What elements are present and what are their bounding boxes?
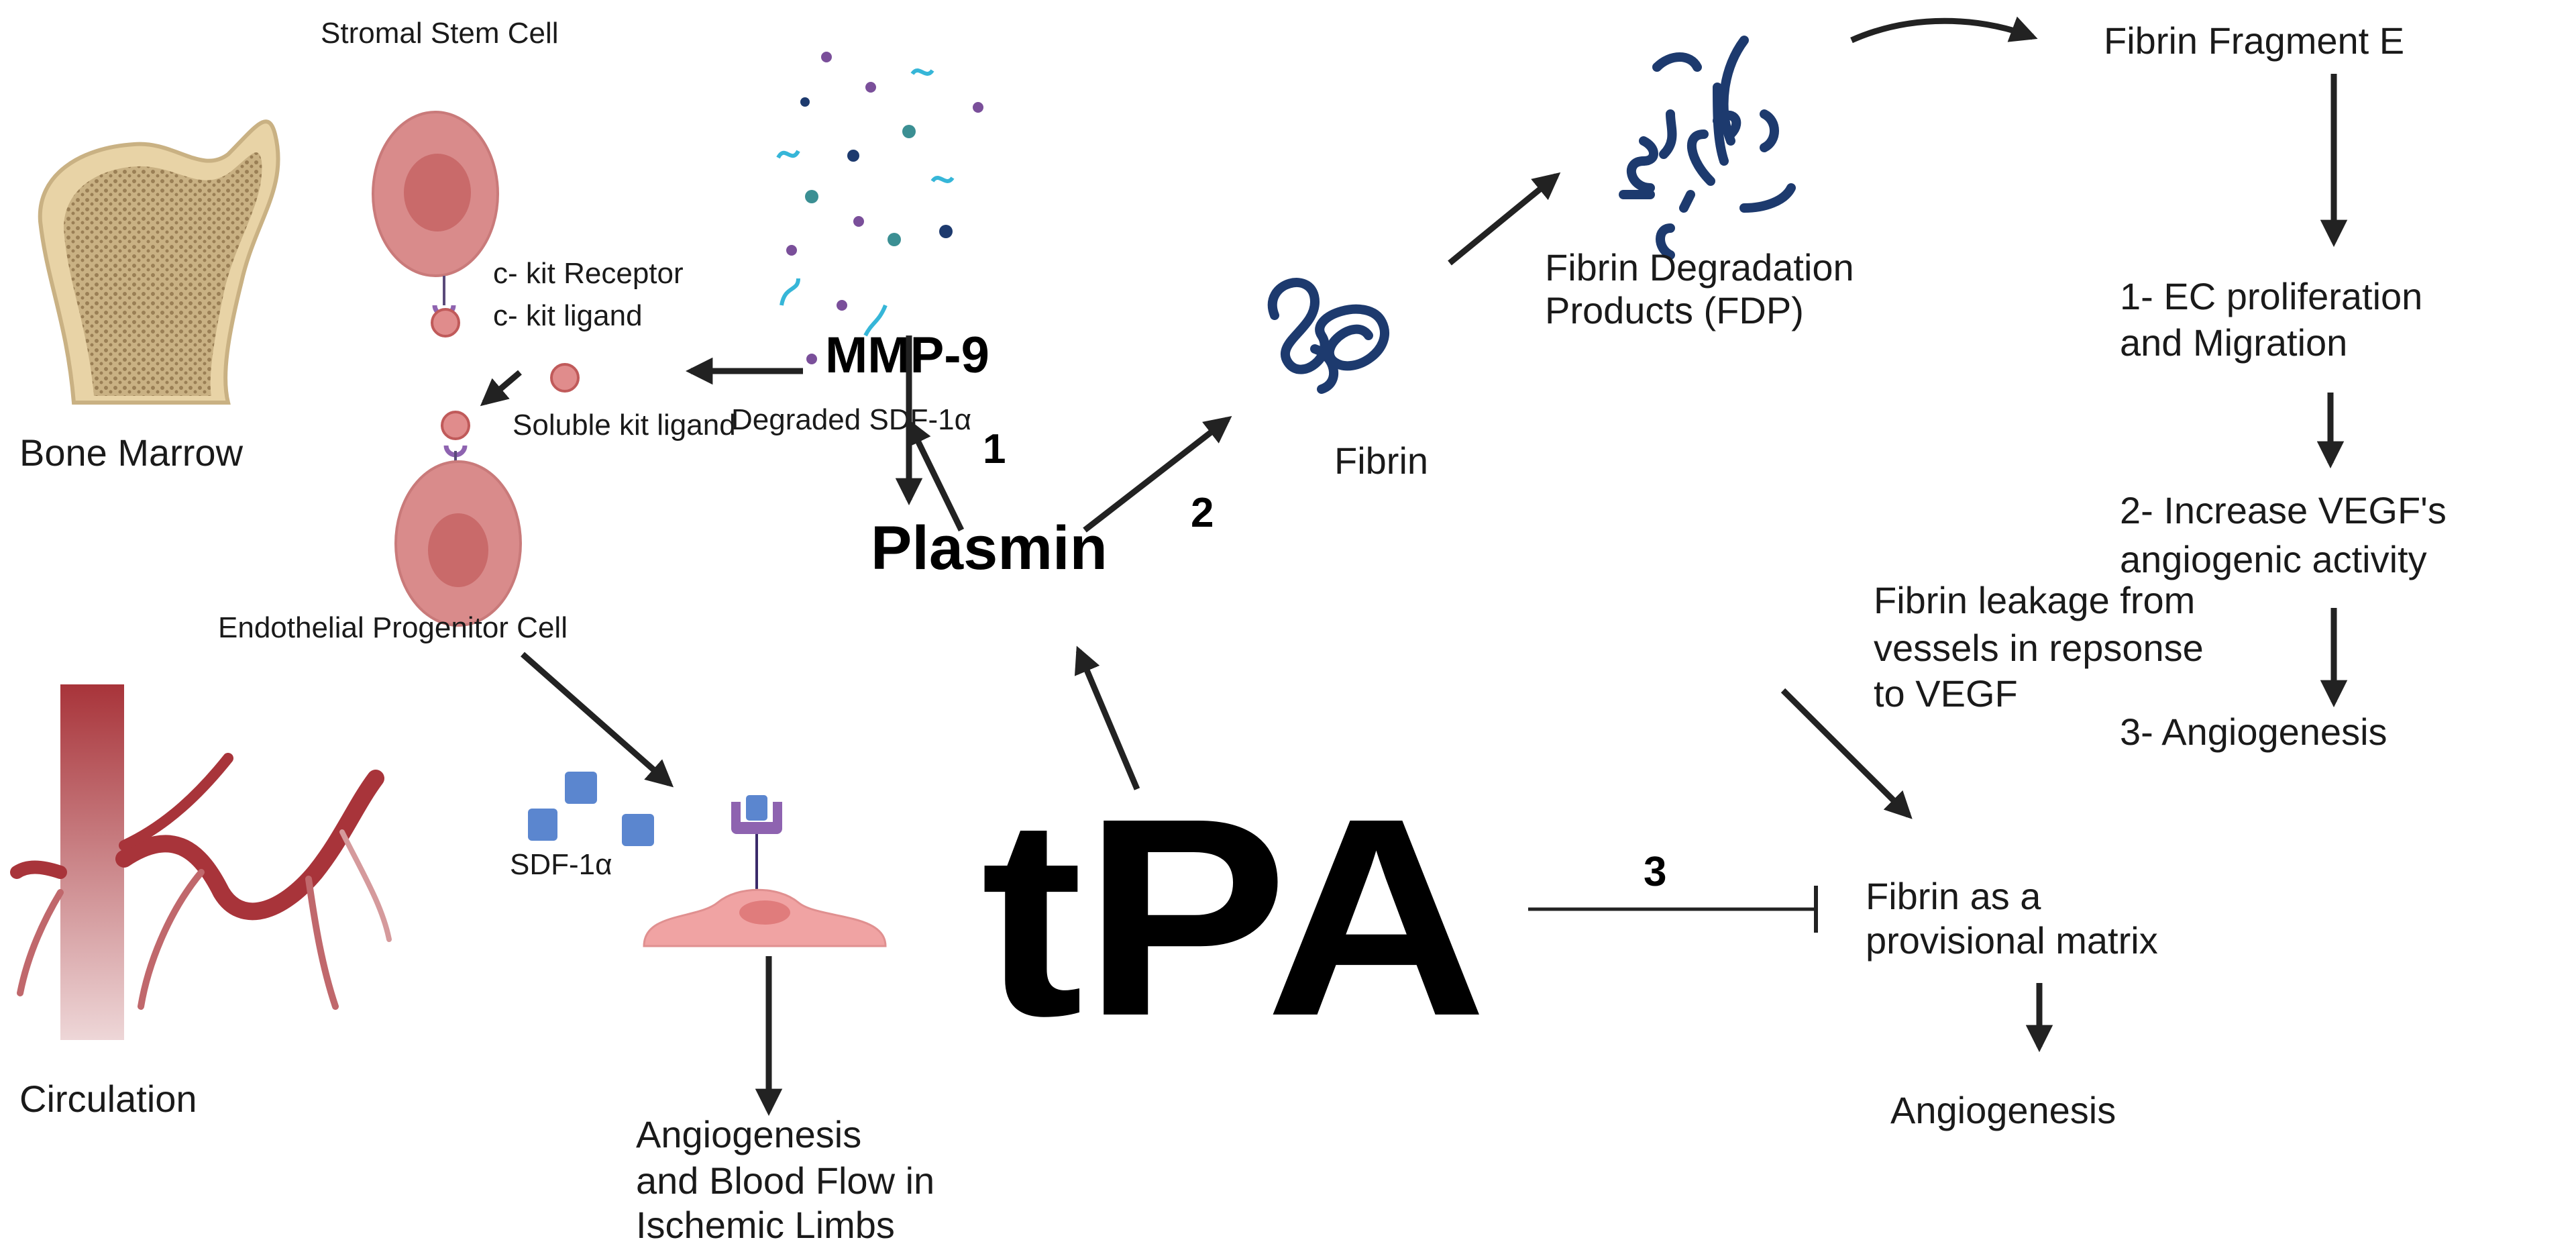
limbs-line3: Ischemic Limbs <box>636 1204 895 1244</box>
c-kit-receptor-label: c- kit Receptor <box>493 257 684 290</box>
limbs-line1: Angiogenesis <box>636 1113 861 1155</box>
step-3-label: 3 <box>1644 849 1666 895</box>
angiogenesis-3-label: 3- Angiogenesis <box>2120 711 2387 753</box>
fibrin-icon <box>1268 278 1389 394</box>
step-1-label: 1 <box>983 426 1006 472</box>
fibrin-leakage-line1: Fibrin leakage from <box>1874 579 2195 621</box>
arrow-plasmin-to-mmp9 <box>906 417 965 531</box>
arrow-plasmin-to-fibrin <box>1083 416 1232 533</box>
limbs-line2: and Blood Flow in <box>636 1159 934 1202</box>
bound-ligand-icon <box>441 411 470 440</box>
c-kit-ligand-icon <box>431 308 460 338</box>
arrow-fibrin-to-fdp <box>1448 172 1561 266</box>
fibrin-degradation-products-icon <box>1619 36 1796 260</box>
fibrin-fragment-e-label: Fibrin Fragment E <box>2104 19 2404 62</box>
fibrin-leakage-line3: to VEGF <box>1874 672 2018 715</box>
angiogenesis-label: Angiogenesis <box>1890 1089 2116 1131</box>
degraded-sdf-label: Degraded SDF-1α <box>731 403 971 436</box>
endothelial-progenitor-cell <box>394 460 522 627</box>
c-kit-ligand-label: c- kit ligand <box>493 299 643 332</box>
fibrin-label: Fibrin <box>1334 439 1428 482</box>
step-2-label: 2 <box>1191 490 1214 536</box>
degraded-sdf-fragments <box>776 52 983 364</box>
plasmin-label: Plasmin <box>871 514 1108 582</box>
vegf-activity-line1: 2- Increase VEGF's <box>2120 489 2447 531</box>
circulation-label: Circulation <box>19 1078 197 1120</box>
arrow-ligand-to-epc <box>480 370 522 407</box>
stromal-stem-cell-label: Stromal Stem Cell <box>321 17 559 50</box>
soluble-kit-ligand-label: Soluble kit ligand <box>513 409 736 442</box>
vegf-activity-line2: angiogenic activity <box>2120 538 2427 580</box>
arrow-epc-to-endothelium <box>521 652 674 788</box>
tpa-label: tPA <box>981 760 1487 1075</box>
bone-marrow-illustration <box>38 119 280 405</box>
sdf-1a-label: SDF-1α <box>510 848 612 881</box>
endothelial-cell <box>643 795 887 947</box>
arrow-leakage-to-matrix <box>1780 688 1913 819</box>
fdp-label-line1: Fibrin Degradation <box>1545 246 1854 289</box>
sdf-1a-molecules <box>528 772 654 846</box>
fdp-label-line2: Products (FDP) <box>1545 289 1804 331</box>
fibrin-leakage-line2: vessels in repsonse <box>1874 627 2204 669</box>
arrow-tpa-to-plasmin <box>1074 645 1140 790</box>
soluble-kit-ligand-icon <box>550 363 580 393</box>
curved-arrow-fdp-to-fragment-e <box>1850 16 2038 44</box>
fibrin-matrix-line1: Fibrin as a <box>1866 875 2041 917</box>
ec-proliferation-line2: and Migration <box>2120 321 2347 364</box>
circulation-vessel-illustration <box>10 684 392 1040</box>
stromal-stem-cell <box>372 111 499 277</box>
fibrin-matrix-line2: provisional matrix <box>1866 919 2158 962</box>
epc-label: Endothelial Progenitor Cell <box>218 611 568 644</box>
ec-proliferation-line1: 1- EC proliferation <box>2120 275 2422 317</box>
bone-marrow-label: Bone Marrow <box>19 431 244 474</box>
